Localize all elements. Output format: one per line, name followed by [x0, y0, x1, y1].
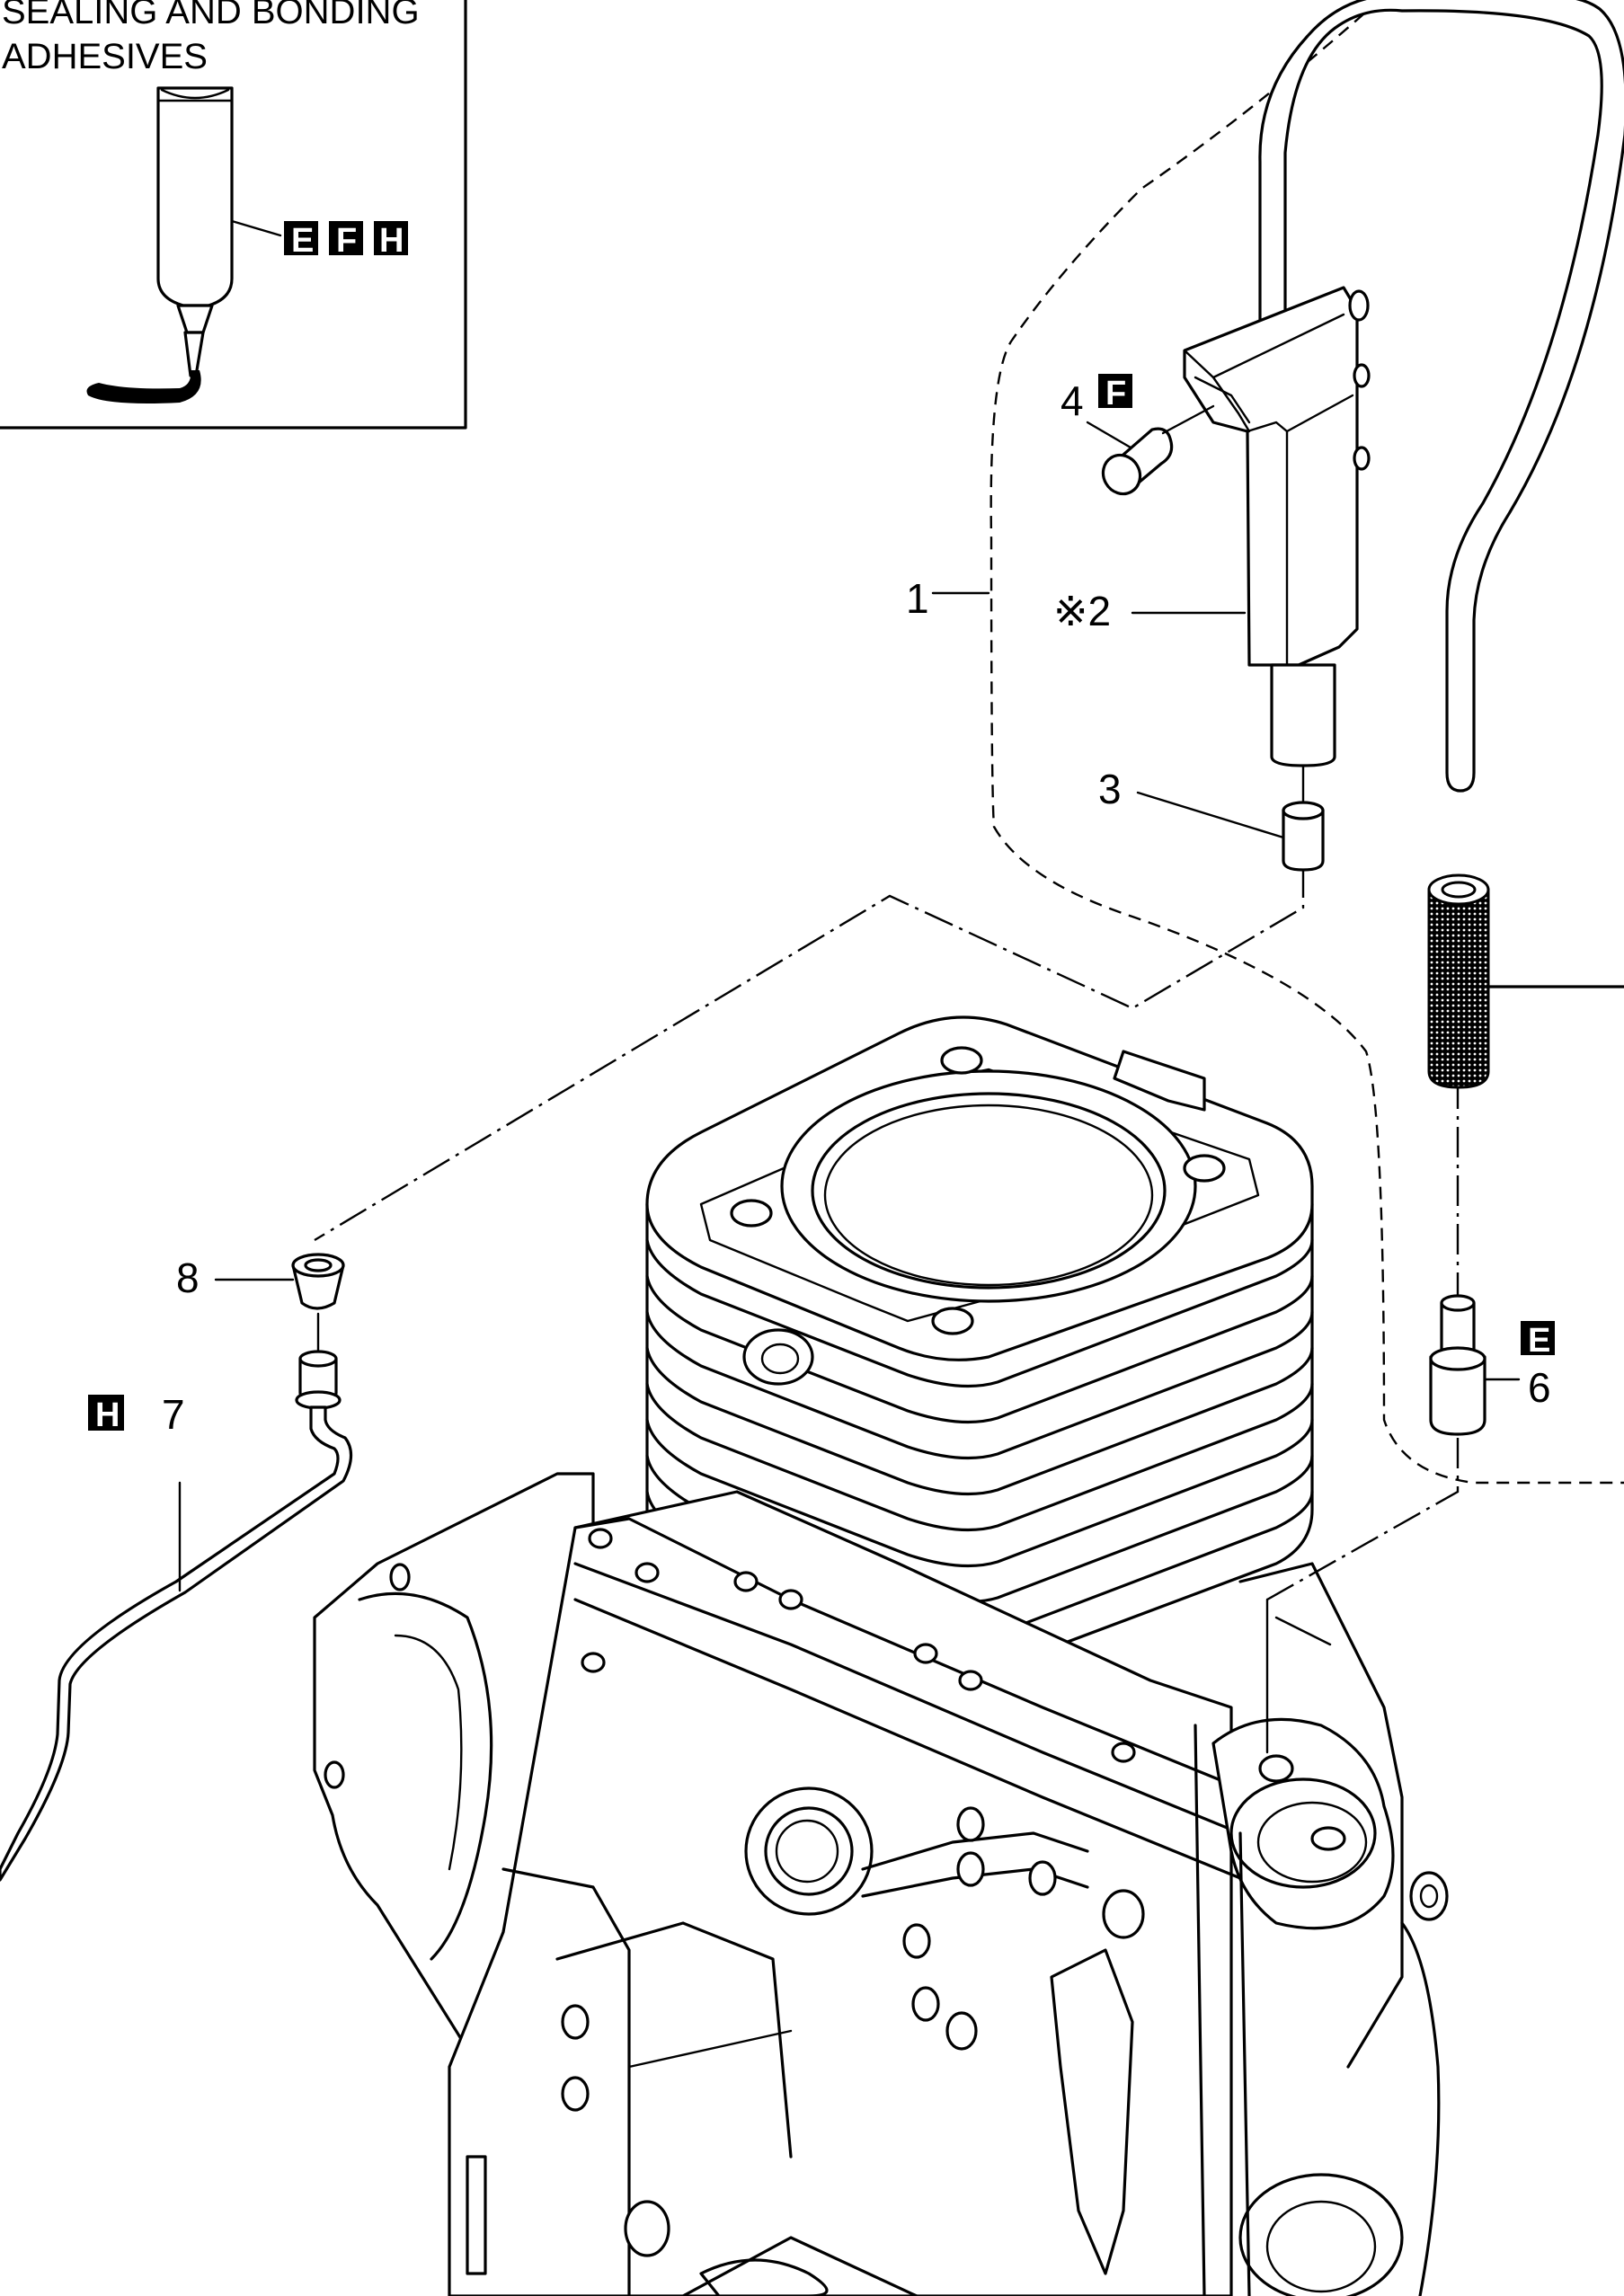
- badge-h: H: [379, 222, 404, 260]
- legend-title-line1: SEALING AND BONDING: [2, 0, 420, 31]
- assembly-outline: [989, 0, 1624, 1485]
- callout-7: H 7: [88, 1391, 185, 1438]
- adhesive-legend: SEALING AND BONDING ADHESIVES E F H: [0, 0, 467, 430]
- callout-label-8: 8: [176, 1254, 200, 1301]
- adhesive-code-badge: [1521, 1321, 1555, 1355]
- engine-crankcase: [313, 1472, 1449, 2296]
- callout-label-1: 1: [906, 575, 929, 622]
- legend-title-line2: ADHESIVES: [2, 37, 208, 76]
- callout-label-3: 3: [1098, 766, 1122, 812]
- callout-label-4: 4: [1060, 377, 1084, 424]
- badge-f: F: [336, 222, 357, 260]
- callout-8: 8: [176, 1254, 200, 1301]
- callout-3: 3: [1098, 766, 1285, 839]
- adhesive-code-badge: [329, 221, 363, 255]
- part-7-breather-pipe: [0, 1312, 353, 1882]
- callout-1: 1: [906, 575, 990, 622]
- callout-2: ※2: [1053, 588, 1247, 634]
- callout-4-badge: F: [1105, 375, 1126, 412]
- callout-label-6: 6: [1528, 1364, 1551, 1411]
- part-3-bushing: [1282, 764, 1325, 872]
- part-2-oil-gauge: [1183, 0, 1624, 793]
- engine-cylinder: [645, 1015, 1314, 1676]
- legend-badges: E F H: [284, 221, 408, 260]
- center-line-6b: [1266, 1438, 1460, 1601]
- callout-6-badge: E: [1528, 1322, 1550, 1360]
- callout-label-2: ※2: [1053, 588, 1111, 634]
- badge-e: E: [291, 222, 314, 260]
- adhesive-code-badge: [374, 221, 408, 255]
- callout-7-badge: H: [95, 1396, 120, 1434]
- adhesive-code-badge: [1098, 374, 1132, 408]
- part-6-bushing: [1429, 1294, 1521, 1436]
- callout-6: E 6: [1521, 1321, 1555, 1411]
- part-4-pin: [1101, 404, 1215, 496]
- callout-4: 4 F: [1060, 374, 1132, 449]
- adhesive-code-badge: [88, 1395, 124, 1431]
- knurled-sleeve: [1427, 873, 1624, 1089]
- center-line-3: [314, 867, 1305, 1242]
- callout-label-7: 7: [162, 1391, 185, 1438]
- adhesive-tube-icon: [86, 86, 282, 403]
- part-8-grommet: [214, 1253, 345, 1310]
- adhesive-code-badge: [284, 221, 318, 255]
